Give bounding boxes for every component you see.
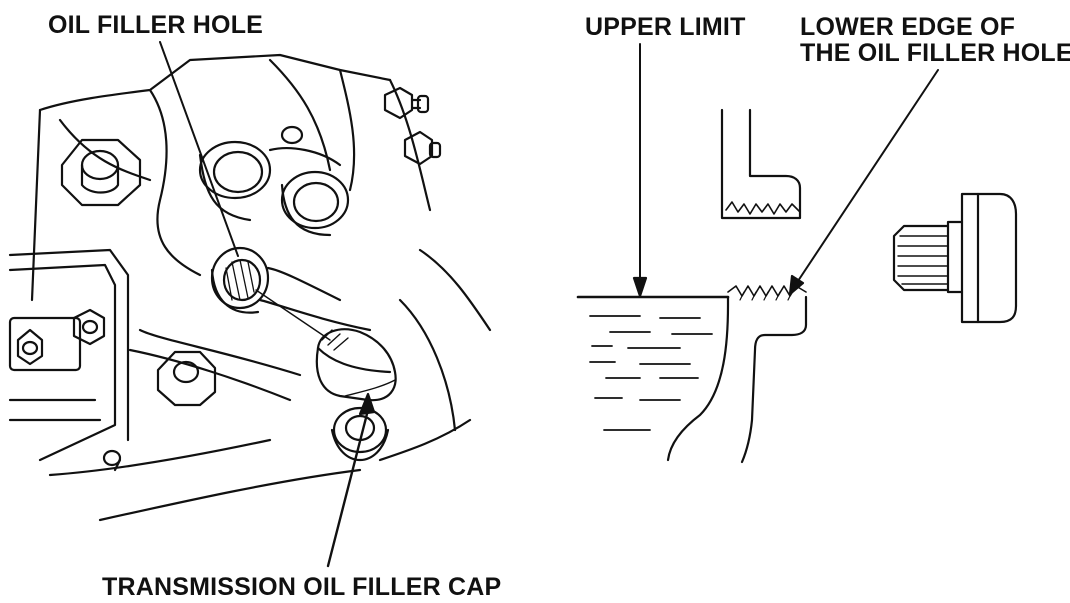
oil-filler-hole-boss: [210, 246, 372, 332]
oil-filler-hole-label: OIL FILLER HOLE: [48, 11, 264, 39]
lower-edge-label-line2: THE OIL FILLER HOLE: [800, 39, 1070, 67]
lower-right-boss: [330, 406, 390, 462]
lower-edge-label-line1: LOWER EDGE OF: [800, 13, 1016, 41]
filler-cap-side-view: [892, 192, 1018, 324]
oil-level-cross-section: [576, 43, 1018, 464]
upper-limit-label: UPPER LIMIT: [585, 13, 746, 41]
case-ports: [198, 140, 350, 237]
transmission-case-drawing: [8, 41, 492, 568]
left-bracket: [8, 248, 130, 462]
lower-center-bolt: [128, 328, 302, 407]
bolts-top-right: [280, 86, 442, 166]
transmission-cap-label: TRANSMISSION OIL FILLER CAP: [102, 573, 502, 601]
oil-fluid-lines: [589, 315, 713, 431]
bolt-top-left: [60, 138, 142, 207]
lower-edge-label: LOWER EDGE OF THE OIL FILLER HOLE: [800, 14, 1070, 66]
filler-cap-drawing: [315, 328, 397, 402]
